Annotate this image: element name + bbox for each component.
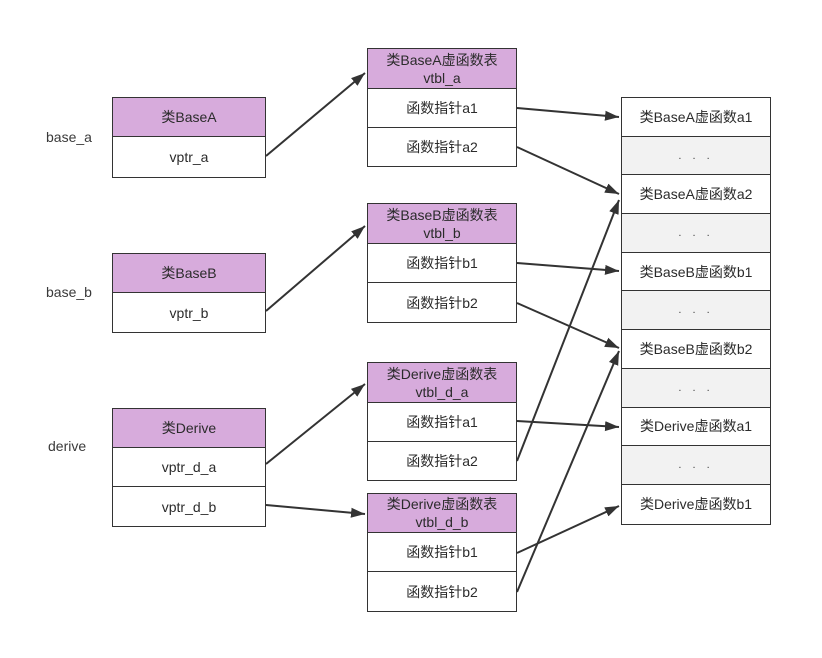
memory-gap-row: . . . xyxy=(622,136,770,176)
object-box-derive: 类Derive vptr_d_a vptr_d_b xyxy=(112,408,266,527)
object-row-vptr-a: vptr_a xyxy=(113,137,265,177)
arrow-vtbl-d-b-b1-to-derive-b1 xyxy=(516,505,620,554)
vtable-box-vtbl-d-b: 类Derive虚函数表 vtbl_d_b 函数指针b1 函数指针b2 xyxy=(367,493,517,612)
object-row-vptr-d-a: vptr_d_a xyxy=(113,448,265,487)
arrow-vtbl-a-a2-to-func-a2 xyxy=(516,146,620,195)
arrow-vtbl-d-a-a1-to-derive-a1 xyxy=(516,420,620,432)
object-label-base-b: base_b xyxy=(46,284,92,300)
vtable-row-d-a2: 函数指针a2 xyxy=(368,442,516,480)
memory-row-base-b-func-b1: 类BaseB虚函数b1 xyxy=(622,252,770,292)
object-title-base-a: 类BaseA xyxy=(113,98,265,137)
memory-row-derive-func-b1: 类Derive虚函数b1 xyxy=(622,484,770,524)
vtable-row-a1: 函数指针a1 xyxy=(368,89,516,128)
arrow-vptr-b-to-vtbl-b xyxy=(265,225,366,312)
vtable-title-vtbl-d-a: 类Derive虚函数表 vtbl_d_a xyxy=(368,363,516,403)
object-title-base-b: 类BaseB xyxy=(113,254,265,293)
arrow-vptr-a-to-vtbl-a xyxy=(265,72,366,157)
vtable-title-vtbl-b: 类BaseB虚函数表 vtbl_b xyxy=(368,204,516,244)
vtable-box-vtbl-d-a: 类Derive虚函数表 vtbl_d_a 函数指针a1 函数指针a2 xyxy=(367,362,517,481)
memory-row-base-a-func-a1: 类BaseA虚函数a1 xyxy=(622,98,770,137)
arrow-vtbl-d-a-a2-to-func-a2 xyxy=(516,199,620,462)
vtable-title-vtbl-d-b: 类Derive虚函数表 vtbl_d_b xyxy=(368,494,516,533)
vtable-title-line1: 类BaseB虚函数表 xyxy=(386,206,498,223)
memory-layout-box: 类BaseA虚函数a1 . . . 类BaseA虚函数a2 . . . 类Bas… xyxy=(621,97,771,525)
vtable-box-vtbl-b: 类BaseB虚函数表 vtbl_b 函数指针b1 函数指针b2 xyxy=(367,203,517,323)
vtable-title-line2: vtbl_d_a xyxy=(415,383,469,400)
object-box-base-a: 类BaseA vptr_a xyxy=(112,97,266,178)
vtable-title-line1: 类BaseA虚函数表 xyxy=(386,51,498,68)
vtable-title-line1: 类Derive虚函数表 xyxy=(386,496,498,512)
memory-gap-row: . . . xyxy=(622,214,770,253)
object-box-base-b: 类BaseB vptr_b xyxy=(112,253,266,333)
vtable-row-b1: 函数指针b1 xyxy=(368,244,516,283)
vtable-box-vtbl-a: 类BaseA虚函数表 vtbl_a 函数指针a1 函数指针a2 xyxy=(367,48,517,167)
vtable-row-d-a1: 函数指针a1 xyxy=(368,403,516,442)
vtable-title-line2: vtbl_b xyxy=(423,224,461,241)
vtable-title-line1: 类Derive虚函数表 xyxy=(386,365,498,382)
memory-row-derive-func-a1: 类Derive虚函数a1 xyxy=(622,407,770,447)
arrow-vptr-d-a-to-vtbl-d-a xyxy=(265,383,366,465)
vtable-title-vtbl-a: 类BaseA虚函数表 vtbl_a xyxy=(368,49,516,89)
vtable-title-line2: vtbl_d_b xyxy=(415,514,469,530)
object-label-derive: derive xyxy=(48,438,87,454)
vtable-row-d-b1: 函数指针b1 xyxy=(368,533,516,572)
vtable-row-d-b2: 函数指针b2 xyxy=(368,572,516,611)
memory-row-base-b-func-b2: 类BaseB虚函数b2 xyxy=(622,330,770,369)
arrow-vptr-d-b-to-vtbl-d-b xyxy=(265,504,366,518)
object-title-derive: 类Derive xyxy=(113,409,265,448)
object-row-vptr-d-b: vptr_d_b xyxy=(113,487,265,526)
object-label-base-a: base_a xyxy=(46,129,92,145)
memory-row-base-a-func-a2: 类BaseA虚函数a2 xyxy=(622,175,770,215)
memory-gap-row: . . . xyxy=(622,446,770,485)
arrow-vtbl-b-b2-to-func-b2 xyxy=(516,302,620,349)
memory-gap-row: . . . xyxy=(622,368,770,408)
arrow-vtbl-b-b1-to-func-b1 xyxy=(516,262,620,275)
arrow-vtbl-d-b-b2-to-func-b2 xyxy=(516,350,620,593)
memory-gap-row: . . . xyxy=(622,291,770,331)
vtable-title-line2: vtbl_a xyxy=(423,69,461,86)
vtable-row-a2: 函数指针a2 xyxy=(368,128,516,166)
vtable-row-b2: 函数指针b2 xyxy=(368,283,516,322)
arrow-vtbl-a-a1-to-func-a1 xyxy=(516,107,620,121)
object-row-vptr-b: vptr_b xyxy=(113,293,265,332)
